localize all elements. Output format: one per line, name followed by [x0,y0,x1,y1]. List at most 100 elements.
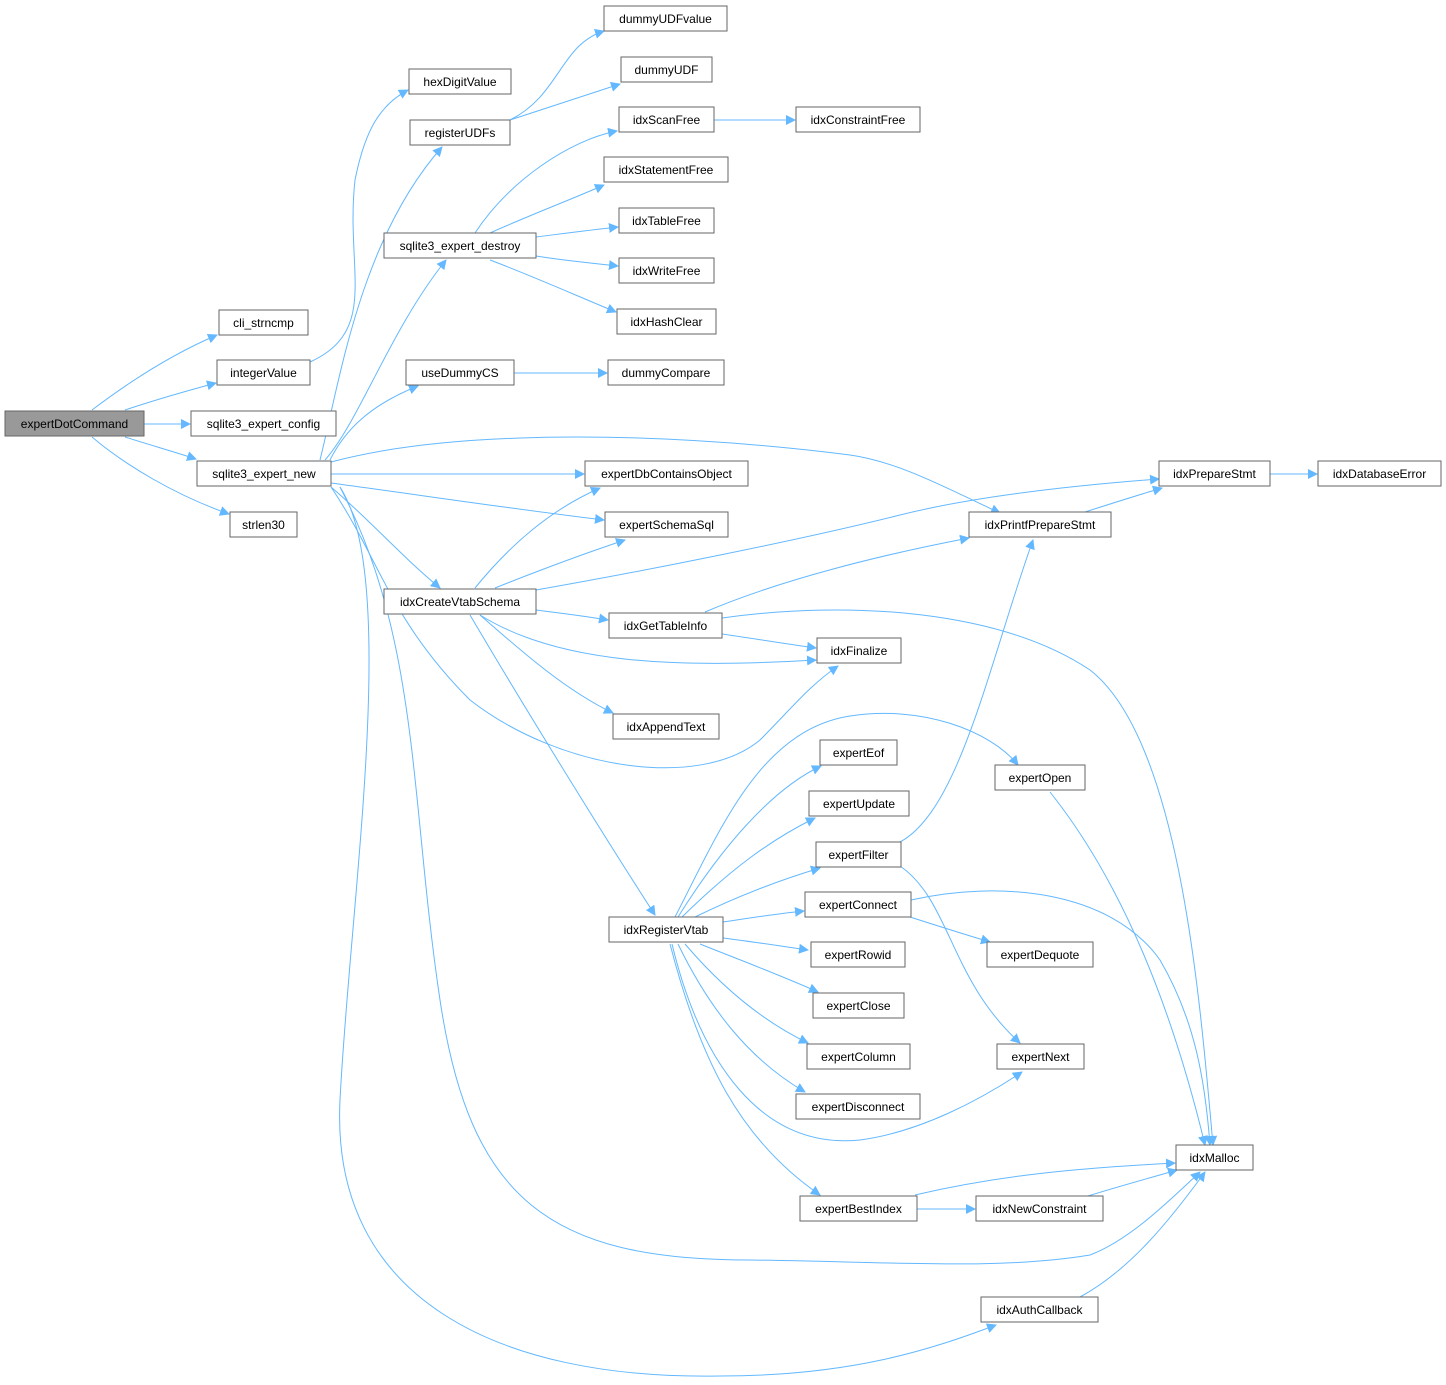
node-expertColumn[interactable]: expertColumn [806,1043,911,1070]
node-label: idxCreateVtabSchema [400,595,520,609]
node-expertSchemaSql[interactable]: expertSchemaSql [604,511,729,538]
edge-new-idxMalloc [339,486,1201,1265]
node-box [808,790,910,817]
node-idxTableFree[interactable]: idxTableFree [618,207,715,234]
node-expertDequote[interactable]: expertDequote [986,941,1094,968]
node-idxPrintfPrepareStmt[interactable]: idxPrintfPrepareStmt [968,511,1112,538]
node-label: idxAppendText [627,720,706,734]
edge-vtab-idxFinalize [479,614,817,666]
node-label: registerUDFs [425,126,496,140]
node-box [795,1093,921,1120]
node-idxWriteFree[interactable]: idxWriteFree [618,257,715,284]
node-idxRegisterVtab[interactable]: idxRegisterVtab [608,916,724,943]
node-label: expertClose [826,999,890,1013]
node-dummyCompare[interactable]: dummyCompare [607,359,725,386]
node-label: idxHashClear [630,315,702,329]
node-expertEof[interactable]: expertEof [819,739,898,766]
node-expertDisconnect[interactable]: expertDisconnect [795,1093,921,1120]
node-sqlite3_expert_destroy[interactable]: sqlite3_expert_destroy [383,232,537,259]
edge-getTableInfo-idxMalloc [721,609,1218,1146]
node-label: expertBestIndex [815,1202,902,1216]
edge-expertDotCommand-cli_strncmp [91,333,218,411]
node-expertOpen[interactable]: expertOpen [994,764,1086,791]
node-box [806,1043,911,1070]
node-label: sqlite3_expert_new [212,467,316,481]
node-expertUpdate[interactable]: expertUpdate [808,790,910,817]
node-useDummyCS[interactable]: useDummyCS [405,359,515,386]
node-box [804,891,912,918]
node-label: expertRowid [825,948,892,962]
node-dummyUDFvalue[interactable]: dummyUDFvalue [603,5,728,32]
node-idxNewConstraint[interactable]: idxNewConstraint [975,1195,1104,1222]
node-idxDatabaseError[interactable]: idxDatabaseError [1317,460,1442,487]
edge-reg-expertEof [677,765,822,918]
node-idxHashClear[interactable]: idxHashClear [616,308,717,335]
node-dummyUDF[interactable]: dummyUDF [620,56,713,83]
edge-new-destroy [324,259,447,461]
node-box [4,410,145,437]
node-expertDbContainsObject[interactable]: expertDbContainsObject [584,460,749,487]
node-box [1158,460,1271,487]
node-box [196,460,332,487]
edge-newconstraint-idxMalloc [1087,1167,1178,1197]
edge-vtab-idxPrepareStmt [535,474,1160,591]
node-label: strlen30 [242,518,285,532]
node-label: idxPrepareStmt [1173,467,1256,481]
node-box [975,1195,1104,1222]
node-expertBestIndex[interactable]: expertBestIndex [799,1195,918,1222]
node-box [383,588,537,615]
node-idxConstraintFree[interactable]: idxConstraintFree [795,106,921,133]
node-sqlite3_expert_new[interactable]: sqlite3_expert_new [196,460,332,487]
node-idxScanFree[interactable]: idxScanFree [618,106,715,133]
node-label: expertFilter [828,848,888,862]
node-expertDotCommand[interactable]: expertDotCommand [4,410,145,437]
node-integerValue[interactable]: integerValue [216,359,311,386]
edge-expertDotCommand-strlen30 [91,436,230,516]
node-idxStatementFree[interactable]: idxStatementFree [603,156,729,183]
edge-vtab-idxAppendText [479,614,614,714]
node-idxAuthCallback[interactable]: idxAuthCallback [980,1296,1099,1323]
node-idxGetTableInfo[interactable]: idxGetTableInfo [608,612,723,639]
node-label: idxNewConstraint [992,1202,1087,1216]
node-idxCreateVtabSchema[interactable]: idxCreateVtabSchema [383,588,537,615]
node-sqlite3_expert_config[interactable]: sqlite3_expert_config [190,410,337,437]
node-box [996,1043,1085,1070]
edge-reg-expertNext [671,943,1023,1142]
node-box [816,637,902,664]
node-expertNext[interactable]: expertNext [996,1043,1085,1070]
node-box [618,106,715,133]
node-box [408,68,512,95]
edge-printf-idxPrepareStmt [1084,485,1163,513]
node-box [986,941,1094,968]
node-expertConnect[interactable]: expertConnect [804,891,912,918]
node-label: expertDisconnect [812,1100,905,1114]
node-box [980,1296,1099,1323]
node-box [608,612,723,639]
node-hexDigitValue[interactable]: hexDigitValue [408,68,512,95]
node-box [409,119,511,146]
node-label: sqlite3_expert_config [207,417,320,431]
node-strlen30[interactable]: strlen30 [229,511,298,538]
node-box [190,410,337,437]
node-label: hexDigitValue [423,75,496,89]
node-idxAppendText[interactable]: idxAppendText [612,713,720,740]
node-expertFilter[interactable]: expertFilter [815,841,902,868]
node-label: expertNext [1011,1050,1070,1064]
node-idxFinalize[interactable]: idxFinalize [816,637,902,664]
node-registerUDFs[interactable]: registerUDFs [409,119,511,146]
node-label: idxStatementFree [619,163,714,177]
node-box [815,841,902,868]
edge-destroy-idxScanFree [474,127,618,234]
edge-new-registerUDFs [319,146,443,461]
node-label: expertDbContainsObject [601,467,732,481]
node-idxPrepareStmt[interactable]: idxPrepareStmt [1158,460,1271,487]
node-expertRowid[interactable]: expertRowid [810,941,906,968]
edge-reg-expertClose [699,943,819,993]
node-expertClose[interactable]: expertClose [812,992,905,1019]
edge-auth-idxMalloc [1079,1171,1206,1298]
node-cli_strncmp[interactable]: cli_strncmp [218,309,309,336]
node-box [618,207,715,234]
node-idxMalloc[interactable]: idxMalloc [1175,1144,1254,1171]
node-label: idxMalloc [1189,1151,1239,1165]
node-label: idxGetTableInfo [624,619,708,633]
